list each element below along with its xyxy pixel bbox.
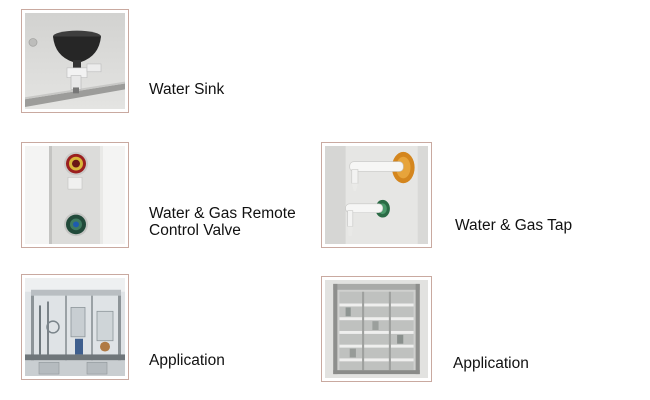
caption-line: Water & Gas Remote — [149, 205, 296, 222]
fume-hood-interior-image — [21, 274, 129, 380]
fume-hood-sash-image — [321, 276, 432, 382]
remote-control-valve-caption: Water & Gas Remote Control Valve — [149, 205, 296, 239]
water-sink-caption: Water Sink — [149, 81, 225, 98]
water-sink-image — [21, 9, 129, 113]
water-gas-tap-image — [321, 142, 432, 248]
application-caption-1: Application — [149, 352, 225, 369]
caption-line: Control Valve — [149, 222, 241, 239]
water-gas-tap-caption: Water & Gas Tap — [455, 217, 573, 234]
remote-control-valve-image — [21, 142, 129, 248]
application-caption-2: Application — [453, 355, 529, 372]
